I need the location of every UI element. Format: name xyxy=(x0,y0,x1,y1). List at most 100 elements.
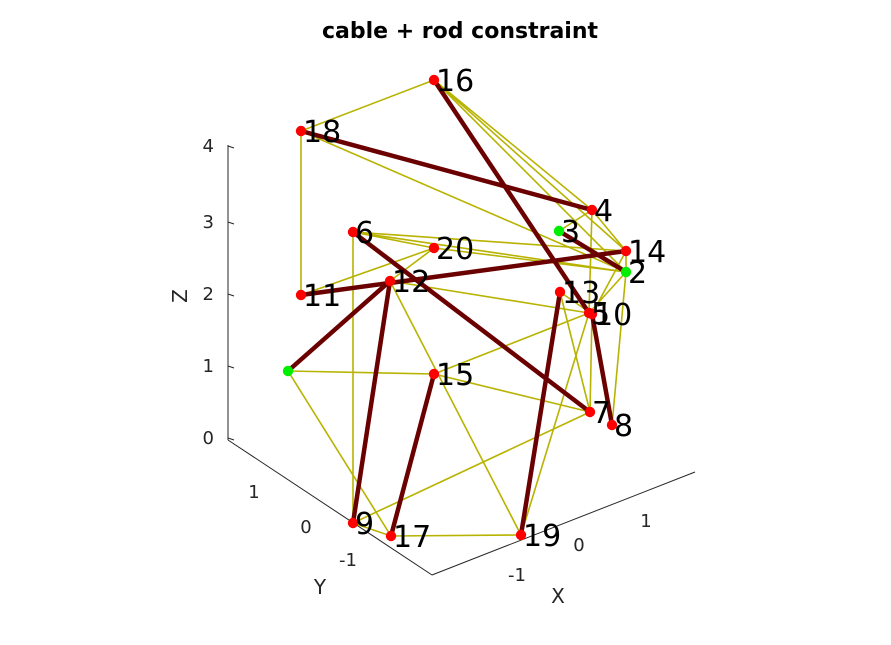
cable-15-7 xyxy=(433,373,591,413)
node-14-marker xyxy=(620,245,632,257)
cable-12-19 xyxy=(389,280,522,536)
x-axis-label: X xyxy=(551,584,565,608)
rod-16-5 xyxy=(431,77,592,316)
node-2-label: 2 xyxy=(628,256,647,291)
node-4-marker xyxy=(586,204,598,216)
rod-15-17 xyxy=(388,371,437,539)
y-tick-label: 0 xyxy=(300,517,311,538)
rod-12-9 xyxy=(350,278,393,526)
cable-16-4 xyxy=(433,79,593,211)
node-6-marker xyxy=(347,226,359,238)
node-19-marker xyxy=(515,529,527,541)
rod-layer xyxy=(285,77,629,539)
z-tick-label: 0 xyxy=(203,428,214,449)
cable-6-2 xyxy=(352,231,627,273)
axes-frame xyxy=(227,145,696,576)
cable-7-10 xyxy=(589,313,593,413)
node-9-label: 9 xyxy=(355,507,374,542)
cable-20-2 xyxy=(433,247,627,273)
z-tick-label: 2 xyxy=(203,284,214,305)
cable-15-5 xyxy=(433,312,590,375)
y-tick-label: -1 xyxy=(339,550,357,571)
node-4-label: 4 xyxy=(594,194,613,229)
node-15-marker xyxy=(428,368,440,380)
z-tick-label: 3 xyxy=(203,212,214,233)
node-layer xyxy=(282,74,632,542)
cable-16-18 xyxy=(300,79,435,132)
z-tick-mark xyxy=(227,293,235,297)
cable-18-2 xyxy=(300,130,627,273)
cable-4-14 xyxy=(591,209,627,252)
cable-12-20 xyxy=(389,247,435,282)
cable-16-14 xyxy=(433,79,627,252)
node-13-label: 13 xyxy=(562,276,600,311)
node-18-label: 18 xyxy=(303,115,341,150)
cable-17-19 xyxy=(390,534,522,537)
rod-6-7 xyxy=(350,229,593,415)
node-11-marker xyxy=(295,289,307,301)
cable-4-5 xyxy=(588,209,593,314)
cable-9-17 xyxy=(352,522,392,537)
z-tick-mark xyxy=(227,221,235,225)
node-16-label: 16 xyxy=(436,64,474,99)
node-7-marker xyxy=(584,406,596,418)
cable-2-5 xyxy=(588,271,627,314)
rod-10-8 xyxy=(589,311,615,428)
node-20-marker xyxy=(428,242,440,254)
rod-11-14 xyxy=(298,248,629,298)
node-17-label: 17 xyxy=(393,520,431,555)
node-8-label: 8 xyxy=(614,409,633,444)
node-8-marker xyxy=(606,419,618,431)
node-7-label: 7 xyxy=(592,396,611,431)
rod-u1-12 xyxy=(285,278,393,374)
y-axis-label: Y xyxy=(313,575,327,599)
cable-u1-17 xyxy=(287,370,392,537)
cable-u1-15 xyxy=(287,370,435,375)
node-3-label: 3 xyxy=(561,215,580,250)
cable-20-11 xyxy=(300,247,435,296)
x-axis-line xyxy=(431,471,696,576)
z-tick-mark xyxy=(227,365,235,369)
z-axis-label: Z xyxy=(168,289,192,303)
node-14-label: 14 xyxy=(628,235,666,270)
z-tick-mark xyxy=(227,437,235,441)
node-16-marker xyxy=(428,74,440,86)
rod-3-2 xyxy=(556,228,629,275)
cable-9-7 xyxy=(352,411,591,524)
node-3-marker xyxy=(553,225,565,237)
z-tick-label: 1 xyxy=(203,356,214,377)
rod-18-4 xyxy=(298,128,595,213)
node-17-marker xyxy=(385,530,397,542)
chart-title: cable + rod constraint xyxy=(322,19,599,44)
node-11-label: 11 xyxy=(303,279,341,314)
cable-16-2 xyxy=(433,79,627,273)
x-ticks: -1 0 1 xyxy=(508,511,652,586)
x-tick-label: 0 xyxy=(573,535,584,556)
node-18-marker xyxy=(295,125,307,137)
node-9-marker xyxy=(347,517,359,529)
node-13-marker xyxy=(554,286,566,298)
cable-6-14 xyxy=(352,231,627,252)
y-ticks: -1 0 1 xyxy=(248,482,357,571)
z-ticks: 0 1 2 3 4 xyxy=(203,136,235,449)
cable-2-8 xyxy=(611,271,627,426)
cable-13-7 xyxy=(559,291,591,413)
rod-13-19 xyxy=(518,289,563,538)
y-axis-line xyxy=(227,439,433,576)
node-2-marker xyxy=(620,266,632,278)
x-tick-label: -1 xyxy=(508,565,526,586)
node-10-label: 10 xyxy=(594,298,632,333)
z-tick-mark xyxy=(227,145,235,149)
z-tick-label: 4 xyxy=(203,136,214,157)
node-19-label: 19 xyxy=(523,519,561,554)
node-12-label: 12 xyxy=(392,265,430,300)
node-u1-marker xyxy=(282,365,294,377)
node-6-label: 6 xyxy=(355,216,374,251)
node-20-label: 20 xyxy=(436,232,474,267)
y-tick-label: 1 xyxy=(248,482,259,503)
node-10-marker xyxy=(586,308,598,320)
x-tick-label: 1 xyxy=(640,511,651,532)
cable-19-5 xyxy=(520,312,590,536)
